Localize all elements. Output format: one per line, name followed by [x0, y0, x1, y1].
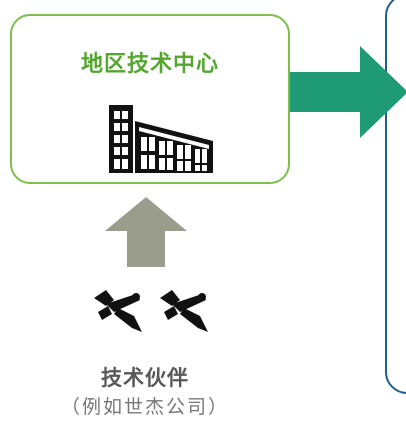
regional-tech-center-node: 地区技术中心: [10, 14, 290, 184]
tech-partner-label: 技术伙伴: [101, 366, 189, 390]
arrow-to-right-panel: [290, 46, 406, 138]
arrow-partner-to-center: [105, 197, 187, 267]
tech-partner-example: （例如世杰公司）: [60, 396, 229, 418]
office-building-icon: [109, 105, 213, 173]
tools-icon: [94, 290, 208, 332]
regional-tech-center-label: 地区技术中心: [80, 52, 219, 77]
